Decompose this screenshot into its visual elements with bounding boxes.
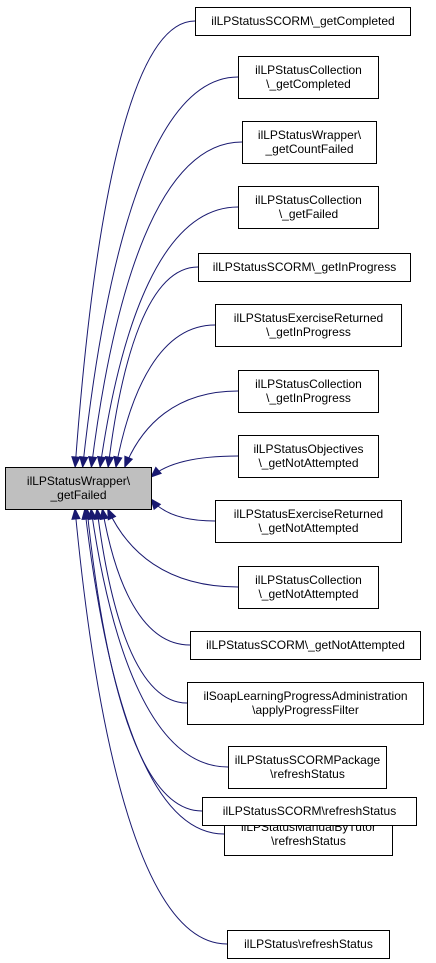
caller-node-box bbox=[202, 797, 417, 826]
node-label-line: \_getNotAttempted bbox=[258, 521, 358, 535]
caller-node-box bbox=[215, 304, 402, 347]
call-edge bbox=[107, 508, 239, 588]
call-edge bbox=[124, 390, 239, 468]
focus-node-box bbox=[5, 467, 152, 510]
call-edge bbox=[74, 508, 228, 945]
node-label-line: ilLPStatusExerciseReturned bbox=[234, 311, 383, 325]
arrowhead-icon bbox=[83, 507, 93, 520]
node-label-line: ilLPStatusSCORMPackage bbox=[235, 753, 381, 767]
edges-layer bbox=[71, 20, 243, 945]
node-label-line: ilLPStatusCollection bbox=[255, 193, 362, 207]
arrowhead-icon bbox=[87, 455, 98, 469]
call-edge bbox=[150, 498, 216, 522]
node-label-line: _getFailed bbox=[49, 488, 106, 502]
caller-node-box bbox=[198, 253, 411, 282]
caller-node-box bbox=[238, 435, 379, 478]
node-label-line: ilLPStatusCollection bbox=[255, 377, 362, 391]
node-label-line: ilLPStatusWrapper\ bbox=[27, 474, 131, 488]
caller-node-box bbox=[190, 631, 421, 660]
caller-node[interactable]: ilSoapLearningProgressAdministration\app… bbox=[187, 682, 424, 725]
caller-node-box bbox=[228, 746, 387, 789]
caller-node[interactable]: ilLPStatusObjectives\_getNotAttempted bbox=[238, 435, 379, 478]
node-label-line: ilLPStatusSCORM\refreshStatus bbox=[223, 804, 396, 818]
arrowhead-icon bbox=[104, 456, 115, 469]
caller-node[interactable]: ilLPStatusCollection\_getCompleted bbox=[238, 56, 379, 99]
node-label-line: ilLPStatusExerciseReturned bbox=[234, 507, 383, 521]
arrowhead-icon bbox=[96, 455, 107, 469]
caller-node-box bbox=[195, 7, 411, 36]
node-label-line: \refreshStatus bbox=[271, 834, 346, 848]
node-label-line: \_getFailed bbox=[279, 207, 338, 221]
node-label-line: ilLPStatusWrapper\ bbox=[258, 128, 362, 142]
arrowhead-icon bbox=[71, 507, 81, 520]
arrowhead-icon bbox=[79, 456, 89, 469]
caller-node[interactable]: ilLPStatusSCORM\_getCompleted bbox=[195, 7, 411, 36]
node-label-line: \applyProgressFilter bbox=[252, 703, 359, 717]
arrowhead-icon bbox=[93, 507, 104, 521]
caller-node-box bbox=[238, 186, 379, 229]
node-label-line: \_getNotAttempted bbox=[258, 456, 358, 470]
call-edge bbox=[82, 76, 239, 468]
arrowhead-icon bbox=[149, 466, 163, 478]
arrowhead-icon bbox=[113, 455, 123, 469]
caller-node-box bbox=[242, 121, 377, 164]
caller-node-box bbox=[215, 500, 402, 543]
node-label-line: ilLPStatusSCORM\_getNotAttempted bbox=[206, 638, 405, 652]
caller-node[interactable]: ilLPStatusSCORM\refreshStatus bbox=[202, 797, 417, 826]
node-label-line: ilSoapLearningProgressAdministration bbox=[203, 689, 407, 703]
node-label-line: ilLPStatusSCORM\_getCompleted bbox=[211, 14, 394, 28]
caller-node-box bbox=[187, 682, 424, 725]
node-label-line: ilLPStatusCollection bbox=[255, 63, 362, 77]
caller-node-box bbox=[227, 930, 390, 959]
node-label-line: \refreshStatus bbox=[270, 767, 345, 781]
call-edge bbox=[150, 455, 239, 478]
node-label-line: _getCountFailed bbox=[264, 142, 353, 156]
arrowhead-icon bbox=[124, 455, 134, 469]
node-label-line: ilLPStatusObjectives bbox=[253, 442, 363, 456]
nodes-layer: ilLPStatusSCORM\_getCompleted ilLPStatusC… bbox=[5, 7, 424, 959]
call-edge bbox=[101, 508, 191, 646]
node-label-line: \_getInProgress bbox=[266, 391, 351, 405]
caller-node-box bbox=[238, 370, 379, 413]
caller-node[interactable]: ilLPStatusWrapper\_getCountFailed bbox=[242, 121, 377, 164]
call-edge bbox=[115, 324, 216, 468]
caller-node-box bbox=[238, 566, 379, 609]
caller-node-box bbox=[238, 56, 379, 99]
node-label-line: \_getCompleted bbox=[266, 77, 351, 91]
call-edge bbox=[107, 266, 199, 468]
arrowhead-icon bbox=[107, 507, 117, 521]
node-label-line: \_getInProgress bbox=[266, 325, 351, 339]
node-label-line: ilLPStatusCollection bbox=[255, 573, 362, 587]
call-edge bbox=[99, 206, 239, 468]
focus-node[interactable]: ilLPStatusWrapper\_getFailed bbox=[5, 467, 152, 510]
caller-node[interactable]: ilLPStatusSCORM\_getInProgress bbox=[198, 253, 411, 282]
call-edge bbox=[90, 141, 243, 468]
call-edge bbox=[84, 508, 225, 835]
call-edge bbox=[86, 508, 203, 812]
call-edge bbox=[96, 508, 188, 704]
call-edge bbox=[90, 508, 229, 768]
node-label-line: ilLPStatusSCORM\_getInProgress bbox=[213, 260, 396, 274]
arrowhead-icon bbox=[99, 507, 109, 521]
node-label-line: ilLPStatus\refreshStatus bbox=[244, 937, 373, 951]
caller-node[interactable]: ilLPStatusCollection\_getFailed bbox=[238, 186, 379, 229]
caller-node[interactable]: ilLPStatusSCORMPackage\refreshStatus bbox=[228, 746, 387, 789]
caller-node[interactable]: ilLPStatusCollection\_getInProgress bbox=[238, 370, 379, 413]
caller-node[interactable]: ilLPStatusCollection\_getNotAttempted bbox=[238, 566, 379, 609]
node-label-line: \_getNotAttempted bbox=[258, 587, 358, 601]
caller-node[interactable]: ilLPStatusExerciseReturned\_getNotAttemp… bbox=[215, 500, 402, 543]
caller-node[interactable]: ilLPStatus\refreshStatus bbox=[227, 930, 390, 959]
arrowhead-icon bbox=[71, 456, 81, 469]
call-edge bbox=[74, 20, 196, 468]
caller-node[interactable]: ilLPStatusExerciseReturned\_getInProgres… bbox=[215, 304, 402, 347]
caller-node[interactable]: ilLPStatusSCORM\_getNotAttempted bbox=[190, 631, 421, 660]
arrowhead-icon bbox=[150, 497, 162, 511]
